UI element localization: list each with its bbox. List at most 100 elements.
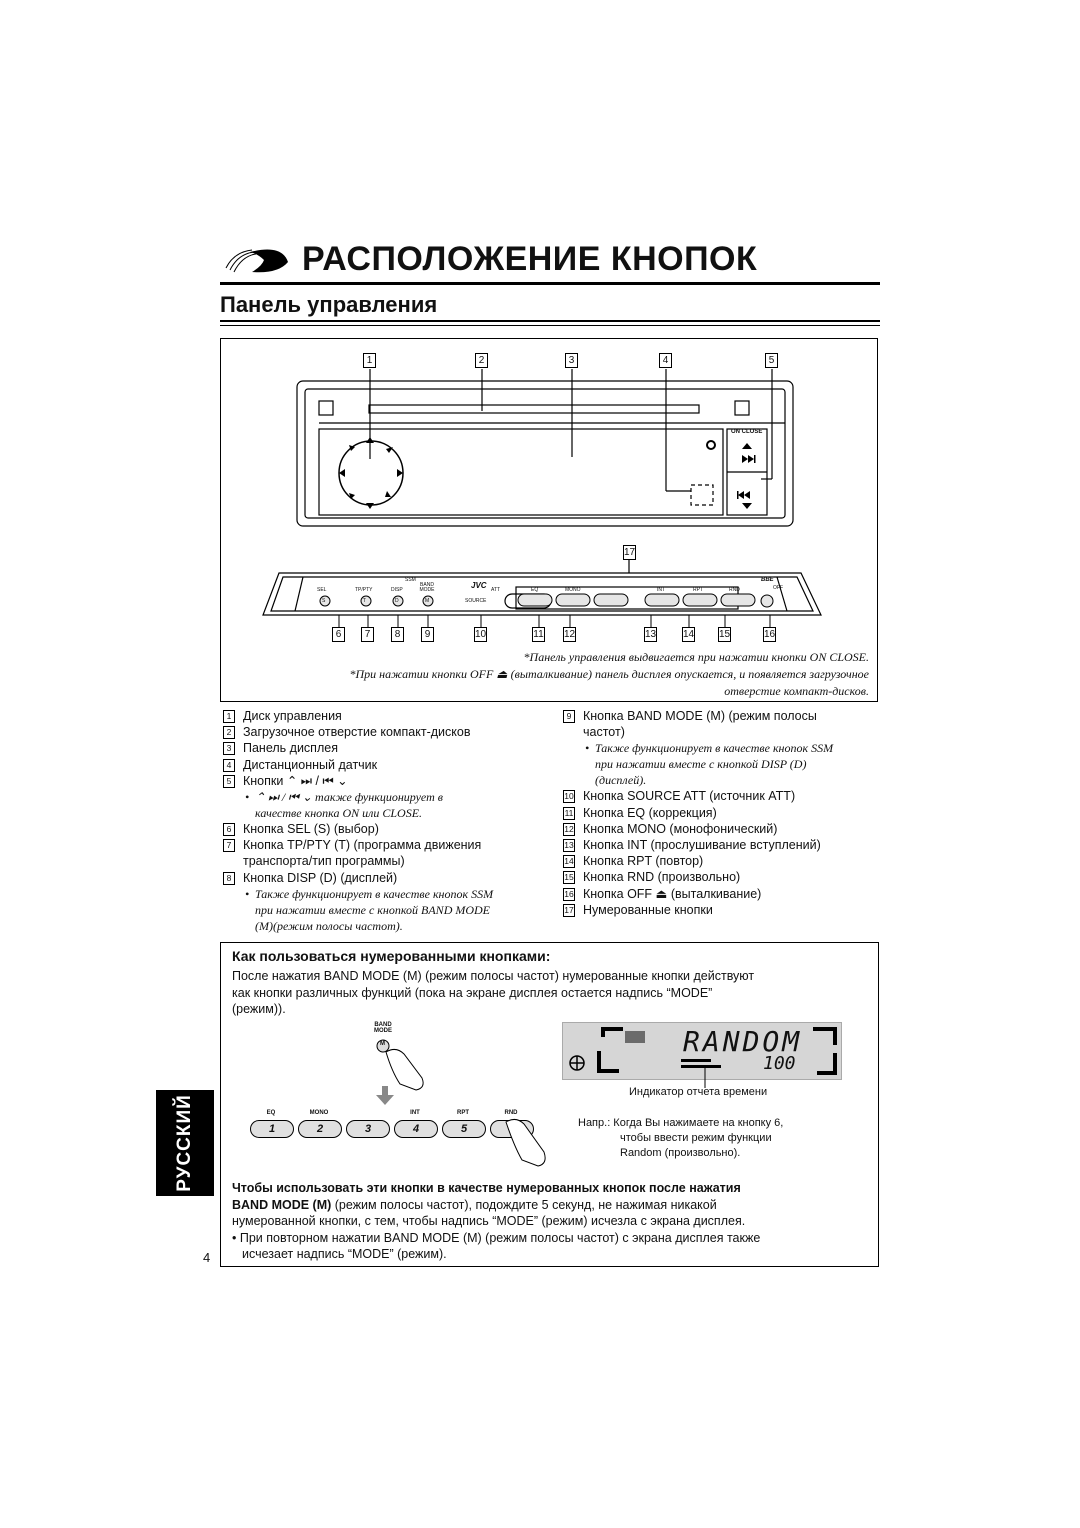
callout-8: 8	[391, 627, 404, 642]
key-label-rnd: RND	[504, 1110, 518, 1116]
att-label: ATT	[491, 587, 501, 593]
note-item-9: •Также функционирует в качестве кнопок S…	[585, 741, 834, 756]
key-label-rpt: RPT	[457, 1110, 469, 1116]
callout-17: 17	[623, 545, 636, 560]
title-rule	[220, 282, 880, 285]
head-unit-drawing	[262, 369, 822, 627]
on-close-label: ON CLOSE	[731, 429, 763, 435]
note-item-5-cont: качестве кнопка ON или CLOSE.	[255, 806, 423, 821]
diagram-note-2: *При нажатии кнопки OFF ⏏ (выталкивание)…	[349, 667, 869, 681]
bbe-logo: BBE	[761, 577, 774, 583]
subtitle-rule-thin	[220, 325, 880, 326]
key-2: 2	[298, 1120, 342, 1138]
down-arrow-icon	[376, 1086, 394, 1105]
rnd-label: RND	[729, 587, 740, 593]
lcd-number: 100	[763, 1053, 796, 1074]
subtitle-rule	[220, 320, 880, 322]
disp-letter: D	[395, 598, 399, 604]
key-4: 4	[394, 1120, 438, 1138]
howto-title: Как пользоваться нумерованными кнопками:	[232, 948, 551, 964]
howto-para-2: Чтобы использовать эти кнопки в качестве…	[232, 1181, 761, 1261]
howto-box	[220, 942, 879, 1267]
diagram-note-3: отверстие компакт-дисков.	[724, 684, 869, 698]
lcd-main-text: RANDOM	[683, 1025, 803, 1058]
int-label: INT	[657, 587, 666, 593]
example-text: Напр.: Когда Вы нажимаете на кнопку 6, ч…	[578, 1117, 784, 1159]
callout-11: 11	[532, 627, 545, 642]
source-label: SOURCE	[465, 598, 487, 604]
lcd-display: RANDOM 100	[562, 1022, 842, 1080]
ssm-label: SSM	[405, 577, 416, 583]
callout-5: 5	[765, 353, 778, 368]
callout-6: 6	[332, 627, 345, 642]
note-item-8-cont: (M)(режим полосы частот).	[255, 918, 403, 933]
eq-label: EQ	[531, 587, 539, 593]
control-panel-diagram: 1 2 3 4 5	[220, 338, 878, 702]
key-3: 3	[346, 1120, 390, 1138]
note-item-5: •⌃ ⏭ / ⏮ ⌄ также функционирует в	[245, 790, 443, 805]
callout-13: 13	[644, 627, 657, 642]
band-mode-label: BAND MODE	[419, 582, 435, 593]
note-item-8: •Также функционирует в качестве кнопок S…	[245, 886, 494, 901]
section-logo-icon	[225, 249, 288, 273]
note-item-9-cont: (дисплей).	[595, 773, 647, 788]
callout-3: 3	[565, 353, 578, 368]
band-mode-illustration-label: BAND MODE	[374, 1022, 392, 1034]
rpt-label: RPT	[693, 587, 703, 593]
band-letter: M	[425, 598, 430, 604]
diagram-note-1: *Панель управления выдвигается при нажат…	[523, 650, 869, 664]
callout-4: 4	[659, 353, 672, 368]
howto-para-1: После нажатия BAND MODE (M) (режим полос…	[232, 969, 755, 1016]
key-1: 1	[250, 1120, 294, 1138]
mono-label: MONO	[565, 587, 581, 593]
callout-7: 7	[361, 627, 374, 642]
callout-16: 16	[763, 627, 776, 642]
indicator-leader-line	[704, 1068, 706, 1088]
callout-2: 2	[475, 353, 488, 368]
off-label: OFF	[773, 585, 783, 591]
key-label-mono: MONO	[309, 1110, 329, 1116]
key-5: 5	[442, 1120, 486, 1138]
sel-label: SEL	[317, 587, 327, 593]
m-letter: M	[380, 1041, 385, 1047]
callout-1: 1	[363, 353, 376, 368]
section-subtitle: Панель управления	[220, 292, 438, 317]
note-item-8-cont: при нажатии вместе с кнопкой BAND MODE	[255, 902, 491, 917]
callout-15: 15	[718, 627, 731, 642]
page-title: РАСПОЛОЖЕНИЕ КНОПОК	[302, 240, 758, 278]
time-indicator-caption: Индикатор отчета времени	[629, 1086, 768, 1098]
key-label-int: INT	[410, 1110, 420, 1116]
key-label-eq: EQ	[266, 1110, 276, 1116]
language-label: РУССКИЙ	[174, 1094, 195, 1192]
press-hand-icon	[505, 1118, 546, 1167]
lcd-frame-icon	[569, 1027, 837, 1075]
language-tab: РУССКИЙ	[156, 1090, 214, 1196]
brand-logo: JVC	[471, 581, 487, 590]
callout-14: 14	[682, 627, 695, 642]
list-item-cont: транспорта/тип программы)	[243, 854, 405, 869]
tp-letter: T	[363, 598, 367, 604]
callout-12: 12	[563, 627, 576, 642]
tp-pty-label: TP/PTY	[355, 587, 373, 593]
disp-label: DISP	[391, 587, 403, 593]
callout-9: 9	[421, 627, 434, 642]
